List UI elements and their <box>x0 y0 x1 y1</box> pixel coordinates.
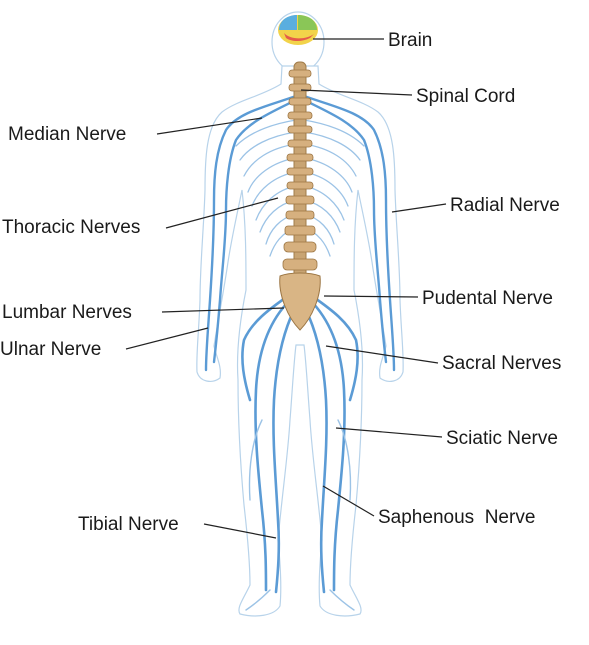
spinal-column <box>279 61 321 331</box>
label-pudental-nerve: Pudental Nerve <box>422 288 553 309</box>
label-radial-nerve: Radial Nerve <box>450 195 560 216</box>
leader-lines <box>125 38 447 539</box>
label-spinal-cord: Spinal Cord <box>416 86 515 107</box>
label-lumbar-nerves: Lumbar Nerves <box>2 302 132 323</box>
label-brain: Brain <box>388 30 432 51</box>
label-ulnar-nerve: Ulnar Nerve <box>0 339 101 360</box>
brain-graphic <box>278 15 318 45</box>
sacrum <box>279 272 321 331</box>
labels: Brain Spinal Cord Median Nerve Radial Ne… <box>0 30 561 535</box>
label-median-nerve: Median Nerve <box>8 124 126 145</box>
label-saphenous-nerve: Saphenous Nerve <box>378 507 535 528</box>
label-tibial-nerve: Tibial Nerve <box>78 514 179 535</box>
label-sciatic-nerve: Sciatic Nerve <box>446 428 558 449</box>
label-sacral-nerves: Sacral Nerves <box>442 353 561 374</box>
label-thoracic-nerves: Thoracic Nerves <box>2 217 140 238</box>
